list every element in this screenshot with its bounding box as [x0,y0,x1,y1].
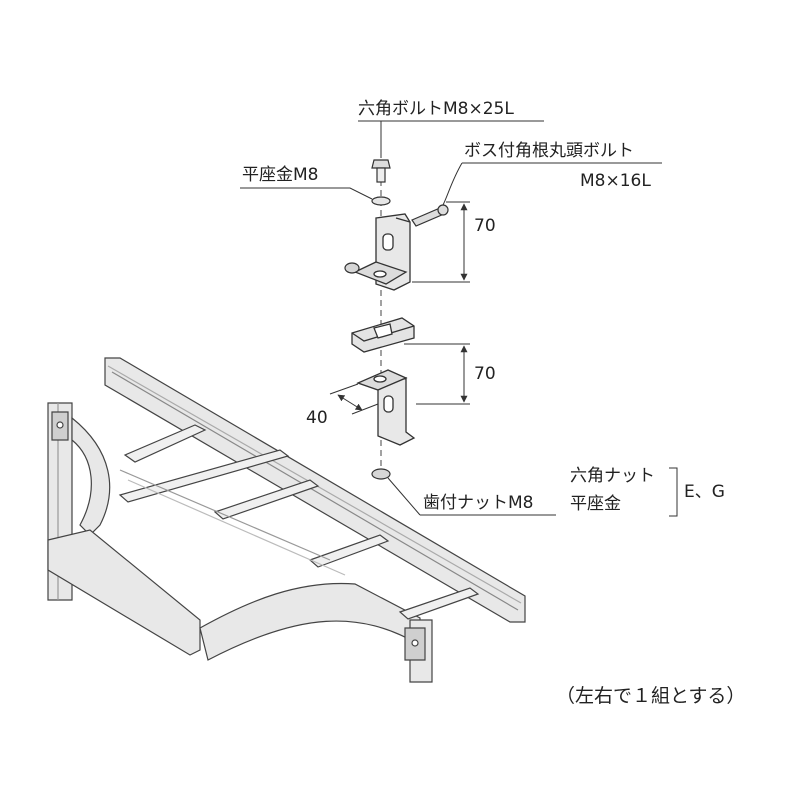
front-branch-rail [199,582,421,661]
label-flat-washer-2: 平座金 [570,494,621,514]
footnote: （左右で１組とする） [556,685,746,707]
label-boss-bolt-size: M8×16L [580,171,651,191]
ladder-rungs [118,424,480,620]
front-side-rail [47,529,201,656]
cable-ladder-tray [47,357,526,683]
branch-curve-rail [71,416,111,536]
dimension-mid-70: 70 [474,364,496,384]
bracket-nut-part [344,262,360,274]
label-hex-nut: 六角ナット [570,466,655,486]
leader-lines [240,120,678,517]
label-toothed-nut: 歯付ナットM8 [423,493,534,513]
leader-hex-bolt [358,120,544,158]
label-types: E、G [684,482,725,502]
dimension-top-70: 70 [474,216,496,236]
upper-bracket-part [353,213,411,291]
hex-bolt-part [371,159,391,183]
lower-bracket-part [356,369,416,446]
spacer-plate-part [351,317,415,353]
dimension-lines [329,201,470,415]
label-flat-washer: 平座金M8 [242,165,319,185]
toothed-nut-part [371,468,391,480]
flat-washer-part [371,196,391,206]
leader-boss-bolt [442,162,662,206]
leader-flat-washer [240,187,373,200]
leader-toothed-nut [387,477,556,516]
label-hex-bolt: 六角ボルトM8×25L [358,99,514,119]
dimension-width-40: 40 [306,408,328,428]
group-bracket [669,467,678,517]
boss-bolt-part [411,204,449,227]
label-boss-bolt: ボス付角根丸頭ボルト [464,141,634,161]
